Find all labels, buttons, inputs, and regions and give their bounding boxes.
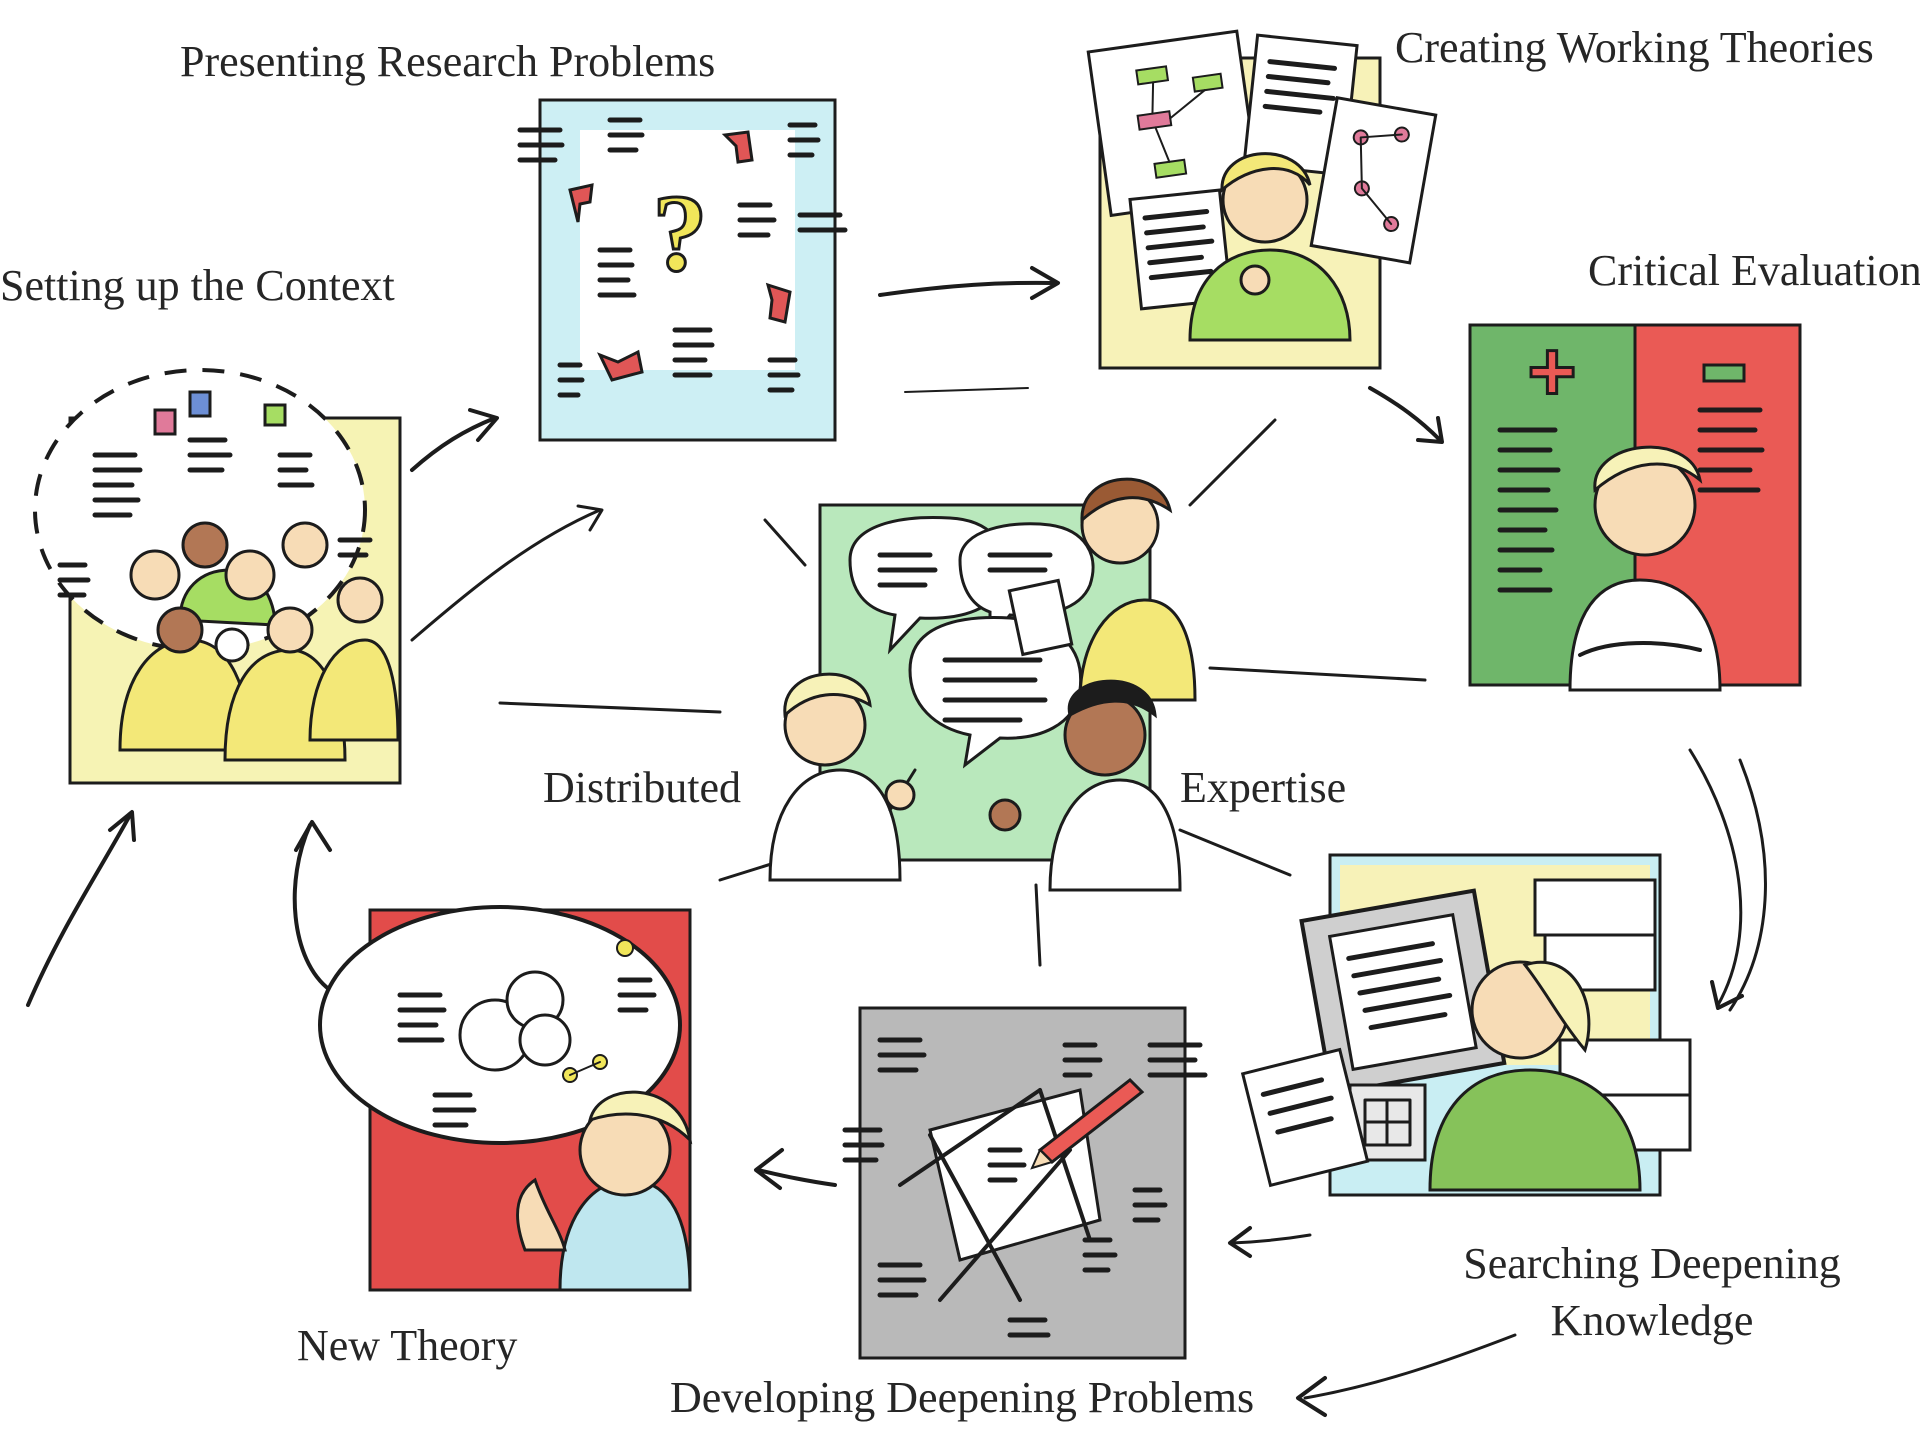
- new-theory-illustration: [318, 905, 693, 1292]
- label-setting-up-context: Setting up the Context: [0, 261, 395, 310]
- plus-symbol: +: [1527, 324, 1576, 418]
- creating-working-theories-illustration: [1086, 29, 1438, 370]
- presenting-research-problems-illustration: ?: [517, 98, 848, 442]
- developing-problems-illustration: [842, 1006, 1208, 1360]
- minus-symbol: [1702, 363, 1746, 383]
- searching-knowledge-illustration: [1240, 853, 1692, 1197]
- stage-labels: Presenting Research Problems Creating Wo…: [0, 23, 1920, 1422]
- problems-text-lines: [517, 117, 848, 398]
- arrow-theories-to-evaluation: [1368, 386, 1444, 444]
- setting-up-context-illustration: [33, 368, 402, 785]
- context-text-lines: [57, 437, 373, 598]
- arrow-context-to-problems: [410, 408, 499, 472]
- person-right-gesturing: [988, 679, 1182, 892]
- label-creating-working-theories: Creating Working Theories: [1395, 23, 1874, 72]
- arrow-problems-to-theories: [878, 266, 1060, 300]
- arrow-developing-to-newtheory: [754, 1148, 837, 1190]
- arrow-newtheory-to-context: [292, 820, 332, 992]
- distributed-expertise-illustration: [768, 477, 1197, 892]
- label-knowledge: Knowledge: [1551, 1296, 1754, 1345]
- label-critical-evaluation: Critical Evaluation: [1588, 246, 1920, 295]
- critical-evaluation-illustration: +: [1468, 323, 1802, 692]
- pencil: [1030, 1078, 1145, 1170]
- question-mark-symbol: ?: [653, 172, 708, 294]
- arrow-searching-to-developing: [1228, 1226, 1312, 1258]
- label-distributed: Distributed: [543, 763, 741, 812]
- label-new-theory: New Theory: [297, 1321, 517, 1370]
- searching-person: [1428, 960, 1642, 1192]
- person-top-right: [1007, 477, 1197, 702]
- newtheory-text-lines: [397, 977, 657, 1128]
- arrow-evaluation-to-searching: [1688, 748, 1767, 1012]
- group-of-people: [118, 521, 400, 762]
- speech-text-lines: [877, 552, 1053, 723]
- new-theory-person: [516, 1090, 693, 1292]
- label-presenting-research-problems: Presenting Research Problems: [180, 37, 715, 86]
- center-connectors: [498, 387, 1427, 967]
- developing-text-lines: [842, 1037, 1208, 1338]
- person-left-pointing: [768, 672, 917, 882]
- label-developing-deepening-problems: Developing Deepening Problems: [670, 1373, 1254, 1422]
- arrow-entry-to-context: [26, 810, 136, 1007]
- thinking-person: [1188, 152, 1352, 342]
- theory-diagram-circles: [458, 939, 634, 1083]
- arrow-searching-to-developing-lower: [1296, 1333, 1517, 1417]
- evaluation-text-lines: [1497, 407, 1765, 593]
- crossing-lines: [898, 1088, 1092, 1302]
- label-expertise: Expertise: [1180, 763, 1346, 812]
- cycle-arrows: [26, 266, 1767, 1417]
- arrow-context-to-problems-2: [410, 504, 604, 642]
- evaluating-person: [1568, 445, 1722, 692]
- label-searching-deepening: Searching Deepening: [1463, 1239, 1841, 1288]
